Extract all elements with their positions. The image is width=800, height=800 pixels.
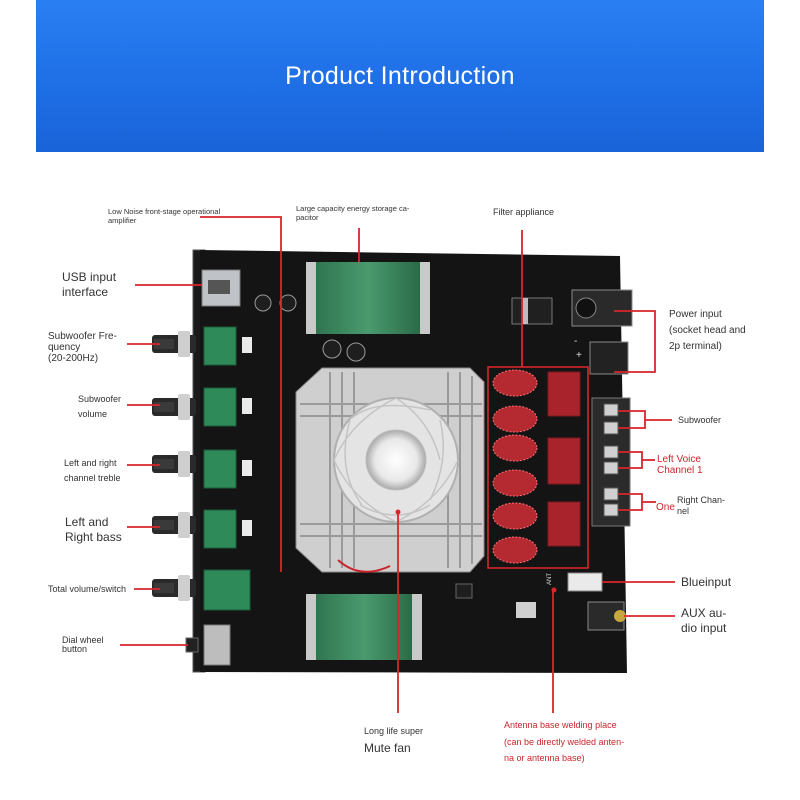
inductors bbox=[492, 369, 538, 564]
small-capacitors bbox=[254, 294, 366, 362]
chip bbox=[455, 583, 473, 599]
bluetooth-input-label: Blueinput bbox=[681, 575, 732, 589]
knobs bbox=[152, 331, 199, 653]
power-components bbox=[511, 289, 633, 375]
filter-box bbox=[487, 366, 589, 569]
mute-fan-label: Mute fan bbox=[364, 741, 411, 755]
subwoofer-output-label: Subwoofer bbox=[678, 415, 722, 425]
minus-mark: - bbox=[574, 336, 577, 347]
fan-wire bbox=[337, 559, 391, 573]
filter-appliance-label: Filter appliance bbox=[493, 207, 555, 217]
callout-lines bbox=[120, 216, 675, 713]
fan-life-label: Long life super bbox=[364, 726, 424, 736]
potentiometer-blocks bbox=[203, 326, 251, 611]
dial-wheel-body bbox=[203, 624, 231, 666]
right-channel-label: Right Chan- nel bbox=[677, 495, 726, 516]
subwoofer-volume-label: Subwoofer volume bbox=[78, 394, 122, 420]
left-voice-label: Left Voice Channel 1 bbox=[657, 454, 703, 476]
plus-mark: + bbox=[576, 350, 582, 361]
aux-input-label: AUX au- dio input bbox=[681, 606, 727, 635]
power-input-label: Power input (socket head and 2p terminal… bbox=[669, 309, 746, 352]
fan bbox=[333, 397, 459, 523]
antenna-base-label: Antenna base welding place (can be direc… bbox=[504, 720, 625, 764]
bluetooth-module bbox=[567, 572, 603, 592]
bottom-capacitor bbox=[306, 594, 422, 660]
one-label: One bbox=[656, 502, 675, 513]
terminal-screws bbox=[603, 403, 619, 517]
crystal bbox=[516, 602, 536, 618]
dial-wheel-label: Dial wheel button bbox=[62, 635, 104, 654]
page-title: Product Introduction bbox=[285, 62, 515, 90]
top-capacitor bbox=[306, 262, 430, 334]
film-capacitors bbox=[547, 371, 581, 547]
energy-capacitor-label: Large capacity energy storage ca- pacito… bbox=[296, 204, 410, 223]
channel-treble-label: Left and right channel treble bbox=[64, 458, 121, 484]
usb-input-label: USB input interface bbox=[62, 270, 117, 299]
subwoofer-frequency-label: Subwoofer Fre- quency (20-200Hz) bbox=[48, 331, 117, 364]
right-bass-label: Left and Right bass bbox=[65, 515, 122, 544]
title-banner: Product Introduction bbox=[36, 0, 764, 152]
low-noise-amplifier-label: Low Noise front-stage operational amplif… bbox=[108, 207, 221, 226]
total-volume-label: Total volume/switch bbox=[48, 584, 127, 594]
ant-mark: ANT bbox=[547, 573, 553, 585]
